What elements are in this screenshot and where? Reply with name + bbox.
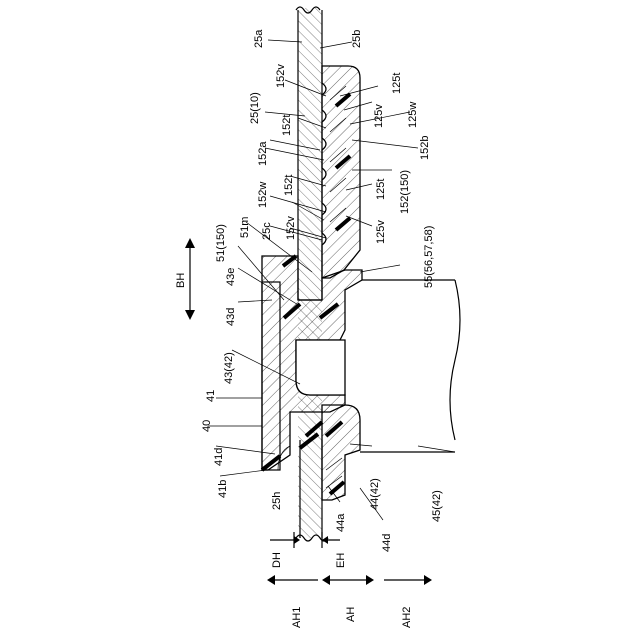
- label-40: 40: [201, 420, 213, 432]
- label-152-150: 152(150): [399, 170, 411, 214]
- label-125v: 125v: [373, 104, 385, 128]
- label-45-42: 45(42): [431, 490, 443, 522]
- label-DH: DH: [271, 552, 283, 568]
- label-44-42: 44(42): [369, 478, 381, 510]
- label-125v-2: 125v: [375, 220, 387, 244]
- label-AH1: AH1: [291, 607, 303, 628]
- label-BH: BH: [175, 273, 187, 288]
- label-43e: 43e: [225, 268, 237, 286]
- label-152v: 152v: [275, 64, 287, 88]
- label-25a: 25a: [253, 29, 265, 48]
- label-AH: AH: [345, 607, 357, 622]
- label-125t: 125t: [391, 73, 403, 94]
- label-25-10: 25(10): [249, 92, 261, 124]
- label-44a: 44a: [335, 513, 347, 532]
- label-41b: 41b: [217, 480, 229, 498]
- label-152t: 152t: [281, 115, 293, 136]
- member-55: [360, 280, 460, 452]
- clip-152: [322, 66, 360, 278]
- label-43d: 43d: [225, 308, 237, 326]
- label-125t-2: 125t: [375, 179, 387, 200]
- label-25c: 25c: [261, 222, 273, 240]
- label-51-150: 51(150): [215, 224, 227, 262]
- label-EH: EH: [335, 553, 347, 568]
- label-44d: 44d: [381, 534, 393, 552]
- label-41: 41: [205, 390, 217, 402]
- label-41d: 41d: [213, 448, 225, 466]
- label-43-42: 43(42): [223, 352, 235, 384]
- label-152v-2: 152v: [285, 216, 297, 240]
- label-AH2: AH2: [401, 607, 413, 628]
- label-152w: 152w: [257, 182, 269, 208]
- label-55: 55(56,57,58): [423, 226, 435, 288]
- label-25h: 25h: [271, 492, 283, 510]
- label-125w: 125w: [407, 102, 419, 128]
- label-25b: 25b: [351, 30, 363, 48]
- label-152b: 152b: [419, 136, 431, 160]
- label-51m: 51m: [239, 217, 251, 238]
- label-152t-2: 152t: [283, 175, 295, 196]
